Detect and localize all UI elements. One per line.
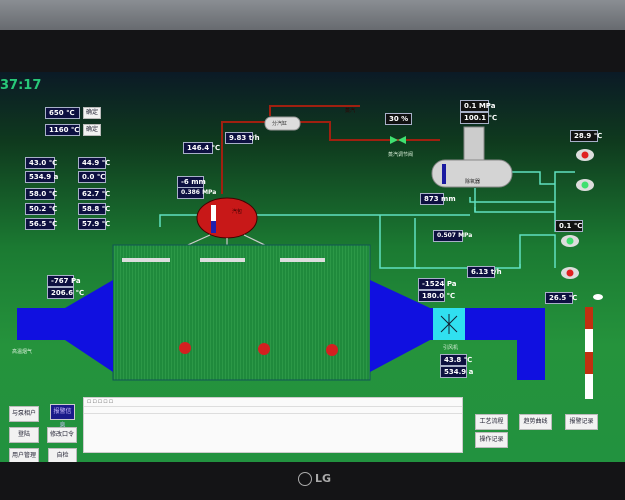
- button-operation-record[interactable]: 操作记录: [475, 432, 508, 448]
- deaerator-tank: [431, 159, 513, 188]
- steam-valve-label: 蒸汽调节阀: [388, 152, 414, 158]
- burner-1-icon: [179, 342, 191, 354]
- left-value-5: 56.5 ℃: [25, 218, 57, 230]
- setpoint-1-confirm-button[interactable]: 确定: [83, 107, 101, 119]
- deaerator-level-value: 873 mm: [420, 193, 456, 205]
- drum-label: 汽包: [232, 209, 243, 215]
- deaerator-label: 除氧器: [465, 179, 481, 185]
- inlet-label: 高温烟气: [12, 349, 33, 355]
- steam-header-label: 分汽缸: [272, 121, 288, 127]
- inlet-pressure: -767 Pa: [47, 275, 81, 287]
- alarm-table-toolbar[interactable]: ☐ ☐ ☐ ☐ ☐: [84, 398, 462, 407]
- left-value-4: 50.2 ℃: [25, 203, 57, 215]
- drum-level-gauge: [211, 205, 216, 233]
- button-self-check[interactable]: 自检: [48, 448, 77, 462]
- feedwater-flow: 6.13 t/h: [467, 266, 502, 278]
- fan-current: 43.8 ℃: [440, 354, 472, 366]
- setpoint-2-input[interactable]: 1160 ℃: [45, 124, 80, 136]
- lg-logo: LG: [298, 472, 331, 486]
- boiler-furnace: [112, 244, 371, 381]
- burner-2-icon: [258, 343, 270, 355]
- scada-screen: 37:17 650 ℃ 确定 1160 ℃ 确定 43.0 ℃ 534.9 a …: [0, 72, 625, 462]
- button-pump-user[interactable]: 与泵相户: [9, 406, 39, 422]
- setpoint-1-input[interactable]: 650 ℃: [45, 107, 80, 119]
- steam-header-tank: [264, 116, 301, 131]
- pump-lower-value: 0.1 ℃: [555, 220, 583, 232]
- left-value-9: 58.8 ℃: [78, 203, 110, 215]
- button-process-flow[interactable]: 工艺流程: [475, 414, 508, 430]
- inlet-duct: [17, 280, 113, 372]
- chimney: [585, 294, 603, 399]
- pumps: [561, 149, 594, 279]
- fan-label: 引风机: [443, 345, 459, 351]
- drum-pressure: 0.386 MPa: [177, 187, 216, 199]
- button-alarm-record[interactable]: 报警记录: [565, 414, 598, 430]
- headers: [122, 258, 325, 262]
- setpoint-2-confirm-button[interactable]: 确定: [83, 124, 101, 136]
- steam-flow: 9.83 t/h: [225, 132, 260, 144]
- button-trend-curve[interactable]: 趋势曲线: [519, 414, 552, 430]
- button-change-password[interactable]: 修改口令: [47, 427, 77, 443]
- fan-runtime: 534.9 a: [440, 366, 473, 378]
- pump-1-status-icon: [581, 151, 589, 159]
- deaerator-level: [442, 164, 446, 184]
- outlet-temp: 26.5 ℃: [545, 292, 577, 304]
- alarm-table-header: [84, 407, 462, 414]
- pump-2-status-icon: [581, 181, 589, 189]
- left-value-2: 534.9 a: [25, 171, 58, 183]
- button-login[interactable]: 登陆: [9, 427, 39, 443]
- deaerator-temp: 100.1 ℃: [460, 112, 497, 124]
- left-value-1: 43.0 ℃: [25, 157, 57, 169]
- left-value-3: 58.0 ℃: [25, 188, 57, 200]
- steam-pipes: [221, 105, 440, 194]
- button-user-management[interactable]: 用户管理: [9, 448, 39, 462]
- pump-3-status-icon: [566, 237, 574, 245]
- left-value-10: 57.9 ℃: [78, 218, 110, 230]
- pump-upper-temp: 28.9 ℃: [570, 130, 602, 142]
- fan-icon: [440, 314, 458, 334]
- pump-4-status-icon: [566, 269, 574, 277]
- steam-valve-icon[interactable]: [390, 136, 398, 144]
- outlet-flue-temp: 180.0 ℃: [418, 290, 455, 302]
- feedwater-pressure: 0.507 MPa: [433, 230, 472, 242]
- inlet-temp: 206.6 ℃: [47, 287, 84, 299]
- steam-drum: [196, 197, 258, 239]
- left-value-7: 0.0 ℃: [78, 171, 106, 183]
- left-value-8: 62.7 ℃: [78, 188, 110, 200]
- drum-level: -6 mm: [177, 176, 206, 188]
- drum-temp: 146.4 ℃: [183, 142, 220, 154]
- alarm-table[interactable]: ☐ ☐ ☐ ☐ ☐: [83, 397, 463, 453]
- left-value-6: 44.9 ℃: [78, 157, 110, 169]
- valve-opening: 30 %: [385, 113, 412, 125]
- button-alarm-info[interactable]: 报警信息: [50, 404, 75, 429]
- deaerator-pressure: 0.1 MPa: [460, 100, 495, 112]
- process-diagram: [17, 105, 603, 399]
- outlet-pressure: -1524 Pa: [418, 278, 457, 290]
- steam-label: 蒸汽: [345, 108, 356, 114]
- burner-3-icon: [326, 344, 338, 356]
- drum-level-fill: [211, 221, 216, 233]
- clock: 37:17: [0, 78, 42, 93]
